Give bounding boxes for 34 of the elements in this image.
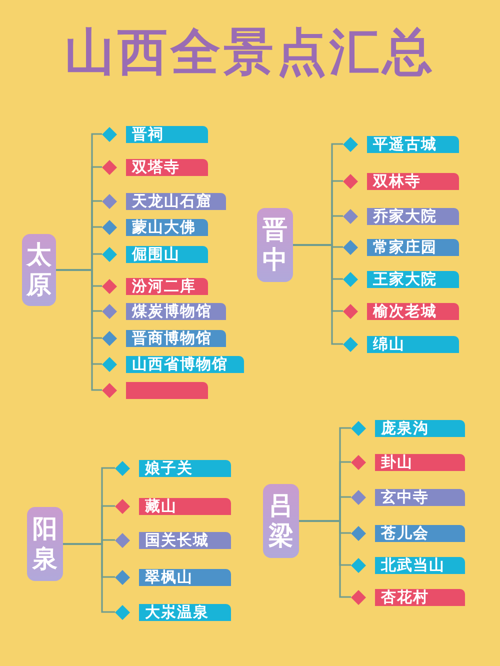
region-box: 吕梁 [263,484,299,558]
place-label: 国关长城 [139,532,231,548]
place-label: 藏山 [139,498,231,514]
place-label: 晋商博物馆 [126,330,226,346]
region-box: 太原 [22,234,56,306]
place-label: 玄中寺 [375,488,465,506]
place-label: 杏花村 [375,588,465,606]
place-label: 翠枫山 [139,568,231,586]
place-label: 北武当山 [375,556,465,574]
place-label: 倔围山 [126,246,208,262]
connector-line [299,520,351,598]
title: 山西全景点汇总 [64,22,436,82]
place-label: 庞泉沟 [375,420,465,436]
place-label: 乔家大院 [367,208,459,224]
place-label: 汾河二库 [126,278,208,294]
connector-line [63,543,115,613]
place-label: 王家大院 [367,270,459,288]
place-label: 大汖温泉 [139,604,231,620]
place-label: 天龙山石窟 [126,192,226,210]
place-label: 晋祠 [126,126,208,142]
place-label: 蒙山大佛 [126,218,208,236]
region-box: 晋中 [257,208,293,282]
place-label: 山西省博物馆 [126,356,244,372]
region-box: 阳泉 [27,507,63,581]
place-label: 双塔寺 [126,158,208,176]
place-label: 双林寺 [367,172,459,190]
place-label: 煤炭博物馆 [126,302,226,320]
place-label: 娘子关 [139,460,231,476]
place-label: 苍儿会 [375,524,465,542]
place-label: 平遥古城 [367,136,459,152]
place-label: 榆次老城 [367,302,459,320]
place-label: 卦山 [375,454,465,470]
place-label: 绵山 [367,336,459,352]
place-label: 常家庄园 [367,238,459,256]
